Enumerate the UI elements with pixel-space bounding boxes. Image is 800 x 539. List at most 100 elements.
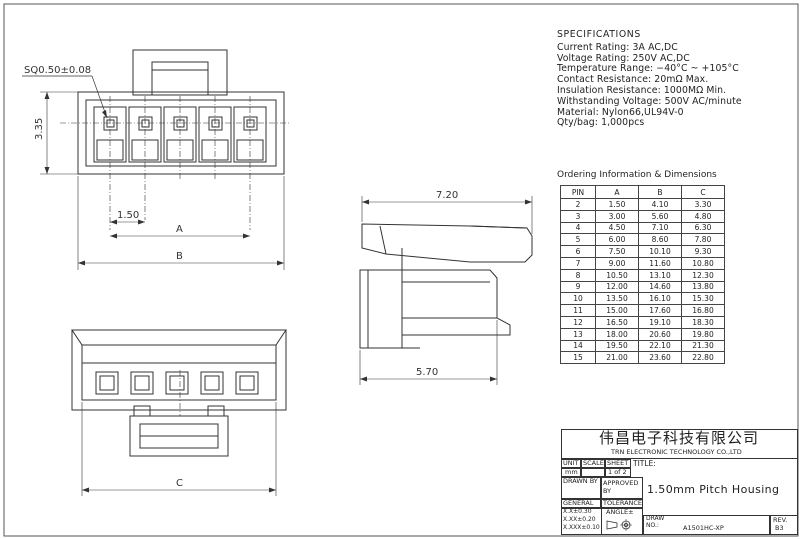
table-cell: 16.80 bbox=[681, 304, 725, 317]
ordering-title: Ordering Information & Dimensions bbox=[557, 170, 717, 180]
table-header-row: PIN A B C bbox=[560, 185, 725, 199]
spec-line: Withstanding Voltage: 500V AC/minute bbox=[557, 95, 742, 107]
spec-line: Temperature Range: −40°C ~ +105°C bbox=[557, 63, 739, 75]
table-cell: 14.60 bbox=[638, 280, 682, 294]
table-cell: 20.60 bbox=[638, 327, 682, 341]
tolerance-x: X.X±0.30 bbox=[563, 508, 592, 515]
table-cell: 19.80 bbox=[681, 327, 725, 341]
spec-line: Voltage Rating: 250V AC,DC bbox=[557, 52, 690, 64]
table-cell: 10.10 bbox=[638, 245, 682, 258]
sq-dimension: SQ0.50±0.08 bbox=[24, 65, 91, 76]
spec-line: Qty/bag: 1,000pcs bbox=[557, 117, 645, 129]
pitch-dimension: 1.50 bbox=[117, 210, 139, 221]
spec-line: Contact Resistance: 20mΩ Max. bbox=[557, 74, 709, 86]
sheet-value: 1 of 2 bbox=[608, 468, 627, 476]
table-cell: 5.60 bbox=[638, 209, 682, 223]
dimension-arrows bbox=[44, 92, 284, 266]
rev-label: REV. bbox=[773, 516, 788, 524]
table-cell: 10.50 bbox=[595, 268, 639, 282]
table-cell: 13 bbox=[560, 327, 596, 341]
spec-line: Current Rating: 3A AC,DC bbox=[557, 41, 678, 53]
table-cell: 4.80 bbox=[681, 209, 725, 223]
sheet-label: SHEET bbox=[607, 459, 629, 467]
table-cell: 13.80 bbox=[681, 280, 725, 294]
draw-no-label: DRAW NO.: bbox=[646, 515, 665, 529]
table-cell: 5 bbox=[560, 233, 596, 247]
table-cell: 7.50 bbox=[595, 245, 639, 258]
drawing-title: 1.50mm Pitch Housing bbox=[647, 483, 780, 496]
table-cell: 21.30 bbox=[681, 339, 725, 353]
table-cell: 15 bbox=[560, 351, 596, 365]
angle-label: ANGLE± bbox=[606, 508, 634, 516]
table-cell: 15.00 bbox=[595, 304, 639, 317]
tolerance-xxx: X.XXX±0.10 bbox=[563, 524, 600, 531]
rev-value: B3 bbox=[775, 524, 784, 532]
title-label: TITLE: bbox=[633, 459, 656, 468]
unit-value: mm bbox=[565, 468, 578, 476]
side-arrows bbox=[360, 199, 532, 382]
table-cell: 8 bbox=[560, 268, 596, 282]
center-lines bbox=[60, 96, 290, 230]
table-cell: 9.30 bbox=[681, 245, 725, 258]
unit-label: UNIT bbox=[563, 459, 579, 467]
a-dimension: A bbox=[176, 224, 183, 235]
table-cell: 6 bbox=[560, 245, 596, 258]
table-cell: 12 bbox=[560, 315, 596, 329]
table-cell: 22.80 bbox=[681, 351, 725, 365]
table-cell: 13.50 bbox=[595, 292, 639, 306]
front-view bbox=[22, 49, 290, 270]
table-cell: 8.60 bbox=[638, 233, 682, 247]
table-cell: 4.10 bbox=[638, 198, 682, 211]
table-cell: 12.30 bbox=[681, 268, 725, 282]
table-cell: 12.00 bbox=[595, 280, 639, 294]
draw-no-value: A1501HC-XP bbox=[683, 524, 724, 532]
header-pin: PIN bbox=[560, 185, 596, 199]
table-cell: 15.30 bbox=[681, 292, 725, 306]
header-a: A bbox=[595, 185, 639, 199]
drawn-by-label: DRAWN BY bbox=[563, 477, 598, 485]
table-cell: 16.10 bbox=[638, 292, 682, 306]
b-dimension: B bbox=[176, 251, 183, 262]
title-block: 伟昌电子科技有限公司 TRN ELECTRONIC TECHNOLOGY CO.… bbox=[561, 429, 798, 535]
table-cell: 9.00 bbox=[595, 256, 639, 270]
table-cell: 22.10 bbox=[638, 339, 682, 353]
spec-line: Insulation Resistance: 1000MΩ Min. bbox=[557, 84, 727, 96]
header-c: C bbox=[681, 185, 725, 199]
table-cell: 17.60 bbox=[638, 304, 682, 317]
sheet-border bbox=[3, 3, 799, 537]
table-cell: 10.80 bbox=[681, 256, 725, 270]
table-cell: 6.30 bbox=[681, 221, 725, 235]
tolerance-xx: X.XX±0.20 bbox=[563, 516, 596, 523]
tolerance-label: TOLERANCE bbox=[603, 499, 643, 507]
company-name-en: TRN ELECTRONIC TECHNOLOGY CO.,LTD bbox=[611, 448, 742, 456]
table-cell: 10 bbox=[560, 292, 596, 306]
table-cell: 16.50 bbox=[595, 315, 639, 329]
table-cell: 4.50 bbox=[595, 221, 639, 235]
table-cell: 18.00 bbox=[595, 327, 639, 341]
table-cell: 3.30 bbox=[681, 198, 725, 211]
side-view bbox=[359, 196, 533, 385]
spec-line: Material: Nylon66,UL94V-0 bbox=[557, 106, 684, 118]
height-dimension: 3.35 bbox=[34, 118, 45, 140]
bottom-view bbox=[71, 329, 287, 496]
general-label: GENERAL bbox=[563, 499, 594, 507]
company-name-cn: 伟昌电子科技有限公司 bbox=[599, 429, 760, 447]
table-cell: 6.00 bbox=[595, 233, 639, 247]
table-cell: 18.30 bbox=[681, 315, 725, 329]
approved-by-label: APPROVED BY bbox=[603, 479, 639, 495]
scale-label: SCALE bbox=[583, 459, 604, 467]
table-cell: 7.80 bbox=[681, 233, 725, 247]
depth-dimension: 5.70 bbox=[416, 367, 438, 378]
table-cell: 4 bbox=[560, 221, 596, 235]
projection-symbol-icon bbox=[606, 519, 632, 531]
